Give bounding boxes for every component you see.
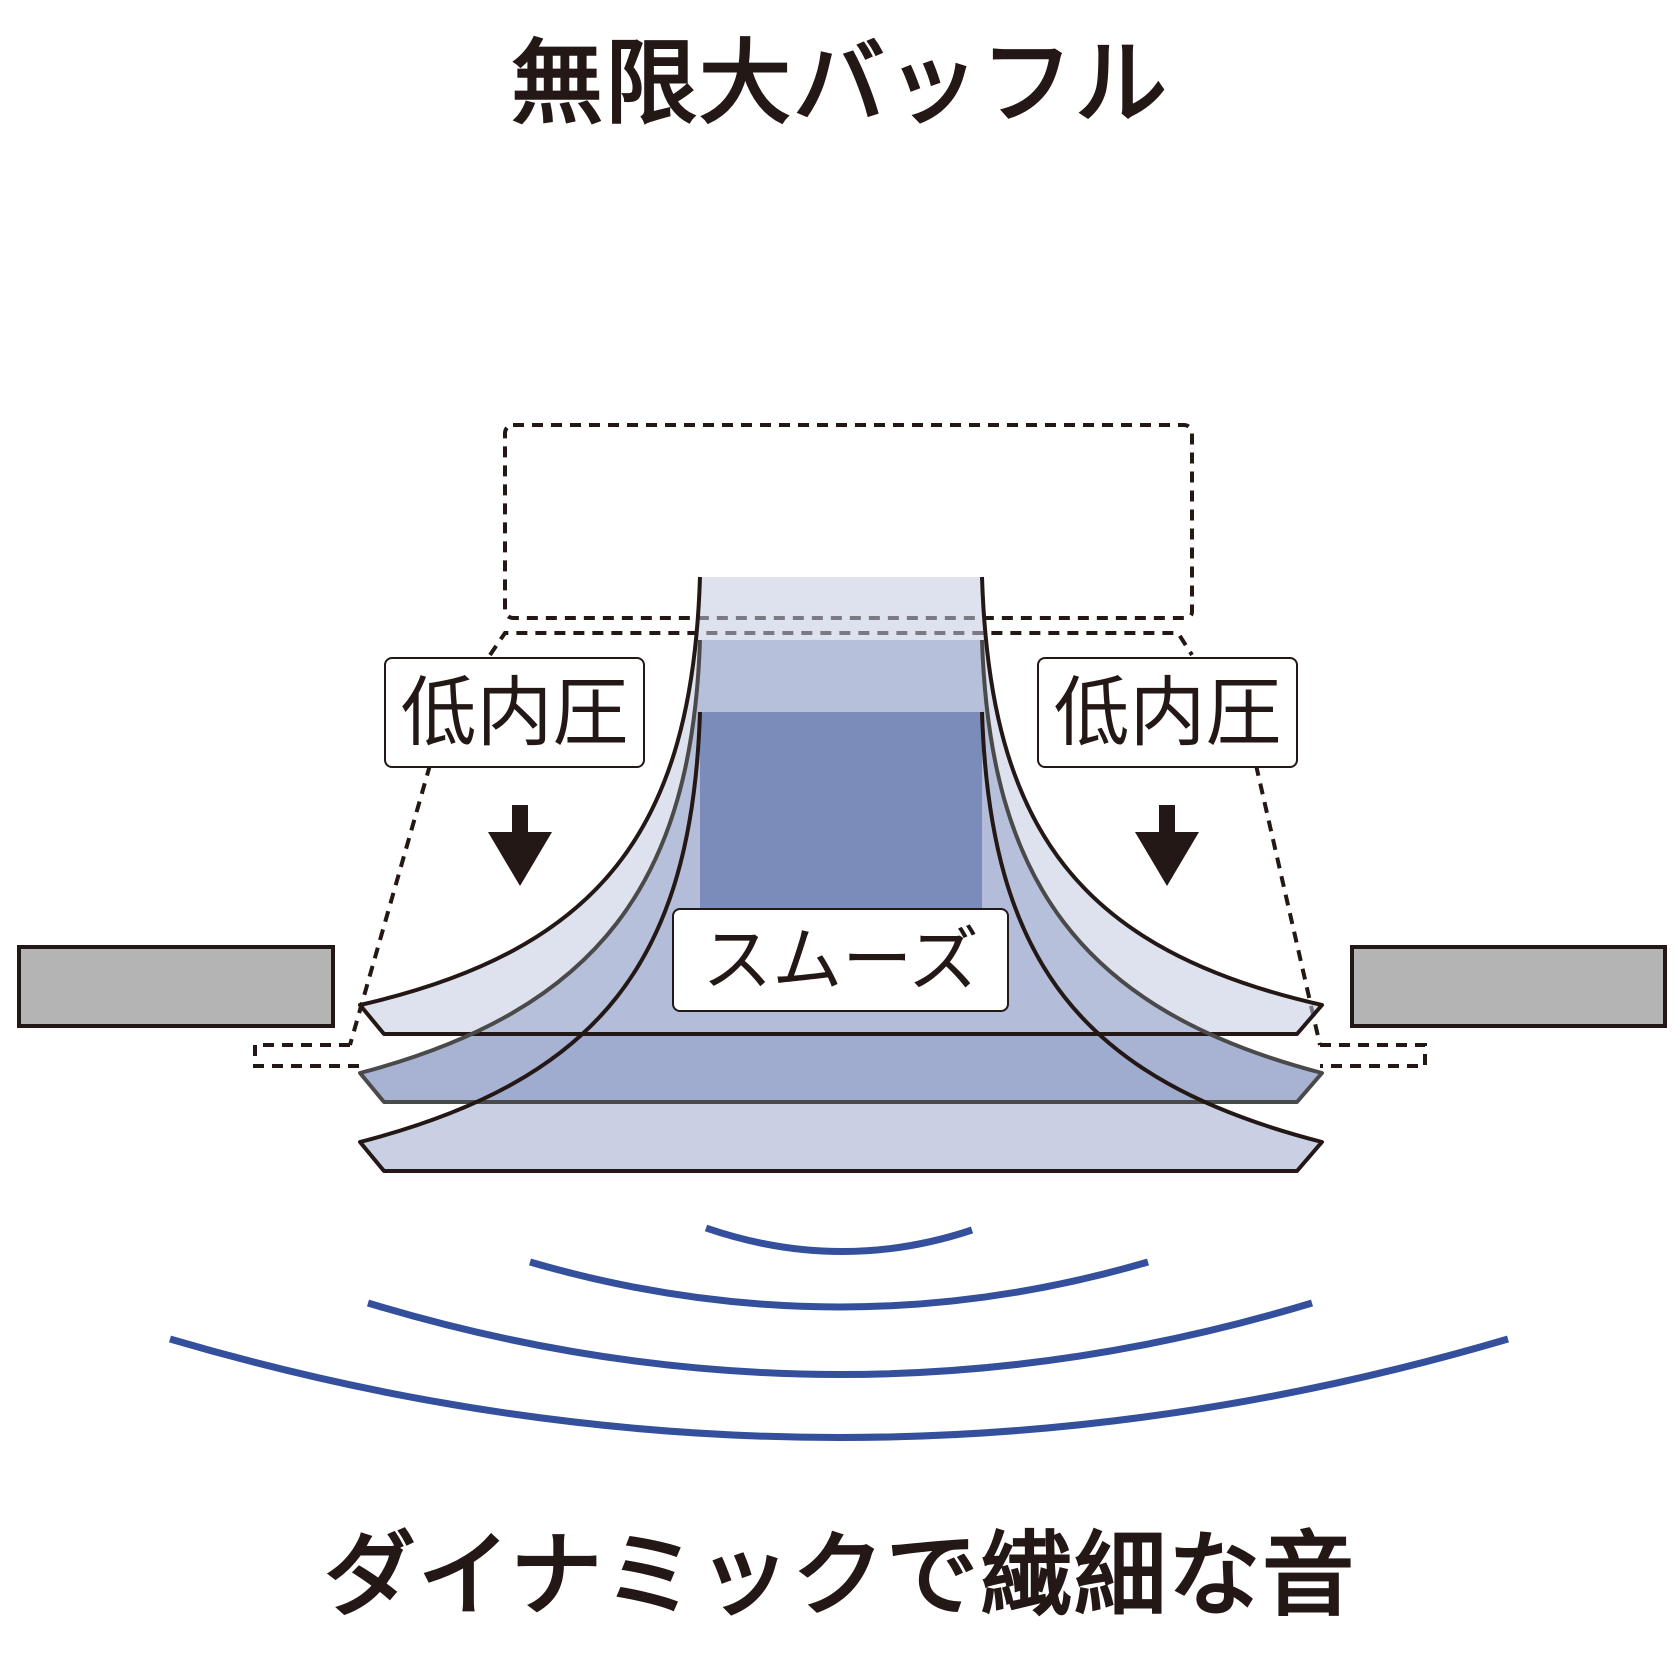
sound-wave-2 <box>529 1258 1149 1311</box>
diagram-title: 無限大バッフル <box>510 30 1169 137</box>
enclosure-left-slant <box>348 764 432 1046</box>
baffle-left <box>17 945 335 1028</box>
cone-outlines <box>358 576 1324 1173</box>
enclosure-right-foot <box>1320 1043 1427 1068</box>
cone-outline-low <box>358 711 1324 1173</box>
sound-wave-3 <box>366 1299 1314 1378</box>
sound-waves <box>169 1224 1509 1441</box>
enclosure-right-slant <box>1254 764 1322 1046</box>
low-pressure-label-left: 低内圧 <box>384 657 645 768</box>
cone-outline-mid <box>358 639 1324 1104</box>
low-pressure-label-right: 低内圧 <box>1037 657 1298 768</box>
down-arrow-icon-left <box>488 805 552 886</box>
enclosure-left-foot <box>253 1043 360 1068</box>
diagram-caption: ダイナミックで繊細な音 <box>323 1522 1357 1629</box>
down-arrow-icon-right <box>1135 805 1199 886</box>
enclosure-box <box>503 423 1194 620</box>
smooth-label: スムーズ <box>672 908 1009 1012</box>
sound-wave-4 <box>169 1335 1509 1441</box>
sound-wave-1 <box>704 1224 974 1255</box>
cone-outline-high <box>358 576 1324 1036</box>
baffle-right <box>1350 945 1667 1028</box>
